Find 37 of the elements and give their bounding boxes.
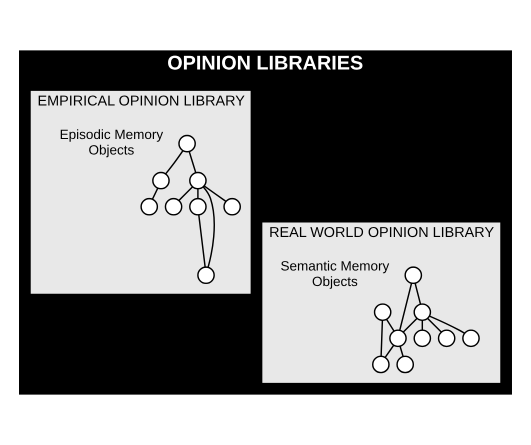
connector [384,344,394,358]
node-circle [178,134,196,152]
connector [414,283,422,304]
node-circle [389,329,407,348]
connector [188,151,196,173]
connector [204,185,226,202]
label: Episodic Memory Objects [60,127,164,158]
connector [402,318,418,333]
node-circle [189,198,207,216]
node-circle [223,198,241,216]
node-circle [197,266,215,284]
connector [399,346,404,357]
connector [422,320,424,330]
connector [380,320,384,356]
connector [197,188,199,198]
node-circle [152,172,170,190]
connector [152,188,158,200]
node-circle [140,198,158,216]
node-circle [164,198,182,216]
connector [165,150,184,174]
connector [202,186,215,268]
connector [386,319,395,332]
connector [429,315,465,334]
node-circle [189,172,207,190]
connector [198,214,206,268]
node-circle [404,266,422,284]
connector [399,282,412,330]
node-circle [396,356,414,374]
label: Semantic Memory Objects [280,258,390,290]
node-circle [413,329,432,348]
node-circle [413,303,432,321]
node-circle [374,303,392,321]
connector [178,186,194,201]
node-circle [372,356,390,374]
connector [427,318,442,333]
node-circle [438,329,456,348]
node-circle [462,329,480,348]
